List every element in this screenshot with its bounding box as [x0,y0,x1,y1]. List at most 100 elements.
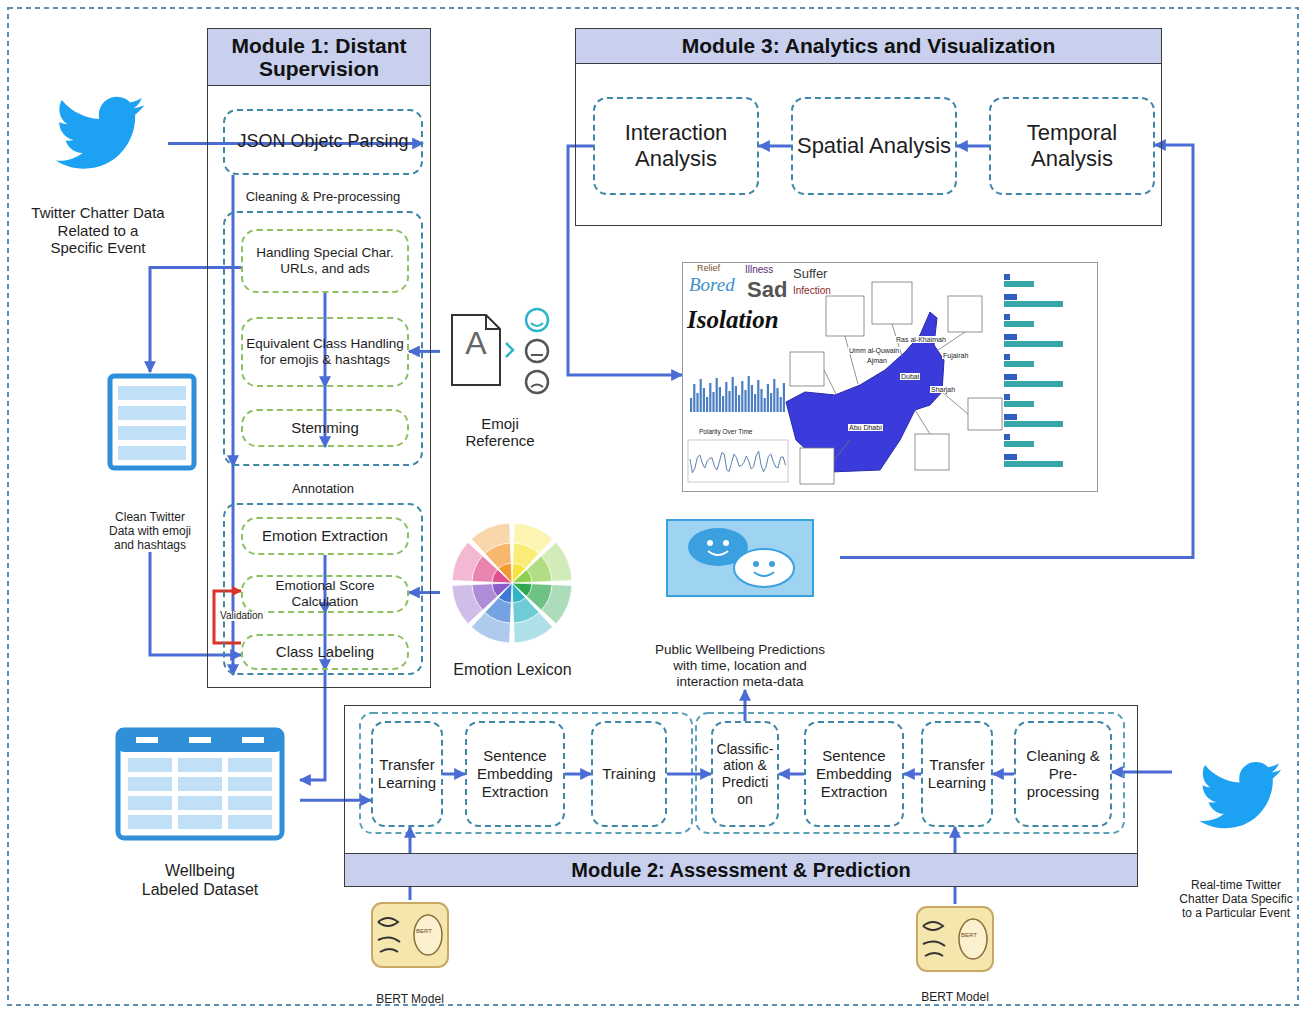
connector-arrow [150,267,241,372]
wheel-petal [512,583,553,643]
process-box: JSON Objetc Parsing [223,109,423,175]
twitter-bird [56,97,145,169]
icon-caption: Emoji Reference [455,415,545,450]
outer-border [8,8,1298,1005]
word-cloud-word: Suffer [793,267,827,280]
chart-bar [719,387,721,412]
box-label: Equivalent Class Handling for emojis & h… [245,336,405,368]
wheel-petal [498,563,512,583]
module-panel: Module 1: Distant SupervisionJSON Objetc… [207,28,431,688]
map-charts [690,274,1063,473]
visualization-panel: ReliefIllnessBoredSufferSadInfectionIsol… [682,262,1098,492]
box-label: Sentence Embedding Extraction [469,747,561,800]
icon-caption: Public Wellbeing Predictions with time, … [650,642,830,690]
word-cloud-word: Infection [793,286,831,296]
chart-line [690,451,786,472]
chart-title: Polarity Over Time [698,429,753,436]
group-box: AnnotationEmotion ExtractionEmotional Sc… [223,503,423,675]
step-box: Handling Special Char. URLs, and ads [241,229,409,293]
process-box: Classific- ation & Predicti on [711,721,779,827]
wheel-petal [472,583,512,610]
box-label: JSON Objetc Parsing [237,131,408,152]
wheel-petal [512,583,526,603]
wheel-petal [512,542,572,583]
icon-caption: Twitter Chatter Data Related to a Specif… [31,204,165,257]
connector-arrow [568,146,682,375]
map-label: Abu Dhabi [848,424,883,431]
icon-caption: BERT Model [907,990,1003,1004]
grid-cell [178,777,222,791]
connector-arrow [993,773,1014,776]
chart-bar [757,380,759,412]
icon-node: Wellbeing Labeled Dataset [100,728,300,900]
connector-arrow [565,773,591,776]
grid-cell [228,796,272,810]
icon-caption: Real-time Twitter Chatter Data Specific … [1178,878,1294,920]
chart-bar [732,377,734,412]
chart-bar [696,393,698,412]
chart-bar [767,384,769,412]
dataset-grid [128,758,272,829]
chart-bar [1004,301,1063,307]
chart-bar [773,379,775,412]
grid-cell [228,777,272,791]
wheel-petal [492,583,512,597]
step-box: Class Labeling [241,634,409,670]
chart-bar [712,392,714,412]
chart-bar [693,384,695,412]
step-box: Equivalent Class Handling for emojis & h… [241,317,409,387]
grid-cell [128,815,172,829]
grid-cell [128,758,172,772]
process-box: Interaction Analysis [593,97,759,195]
process-box: Sentence Embedding Extraction [804,721,904,827]
chart-bar [1004,381,1063,387]
edge-label: Validation [219,611,264,621]
icon-caption: Clean Twitter Data with emoji and hashta… [102,510,198,552]
wheel-petal [471,523,512,583]
process-box: Transfer Learning [371,721,443,827]
chart-bar [1004,421,1063,427]
module-panel: Module 2: Assessment & Prediction Transfe… [344,705,1138,887]
panel-title: Module 2: Assessment & Prediction [345,853,1137,886]
icon-node: Public Wellbeing Predictions with time, … [640,518,840,690]
map-label: Sharjah [930,386,956,393]
chart-bar [738,395,740,412]
wheel-petal [512,569,532,583]
connector-arrow [324,387,327,447]
chart-bar [728,391,730,412]
chart-bar [764,398,766,412]
connector-arrow [443,773,465,776]
box-label: Sentence Embedding Extraction [808,747,900,800]
chart-bar [1004,274,1010,280]
map-label: Fujairah [942,352,969,359]
chart-bar [776,388,778,412]
chart-bar [709,383,711,412]
emoji-icons [452,309,548,393]
emotion-wheel [452,523,572,643]
process-box: Cleaning & Pre- processing [1014,721,1112,827]
connector-arrow [409,350,440,353]
wheel-petal [512,556,552,583]
icon-node: Twitter Chatter Data Related to a Specif… [28,85,168,257]
chart-bar [1004,341,1063,347]
box-label: Emotional Score Calculation [245,578,405,610]
chart-bar [735,386,737,412]
box-label: Class Labeling [276,643,374,661]
wheel-petal [485,543,512,583]
grid-cell [178,815,222,829]
word-cloud-word: Bored [689,275,735,294]
chart-bar [744,390,746,412]
connector-arrow [904,773,921,776]
chart-bar [1004,294,1017,300]
chart-bar [770,393,772,412]
module-panel: Module 3: Analytics and VisualizationInt… [575,28,1162,226]
chart-bar [1004,321,1034,327]
group-heading: Annotation [289,481,357,496]
icon-caption: BERT Model [362,992,458,1006]
icon-node: BERTBERT Model [360,900,460,1006]
chart-bar [706,397,708,412]
map-label: Umm al-Quwain [848,347,900,354]
connector-arrow [409,591,440,594]
chart-bar [722,396,724,412]
chart-bar [1004,454,1017,460]
